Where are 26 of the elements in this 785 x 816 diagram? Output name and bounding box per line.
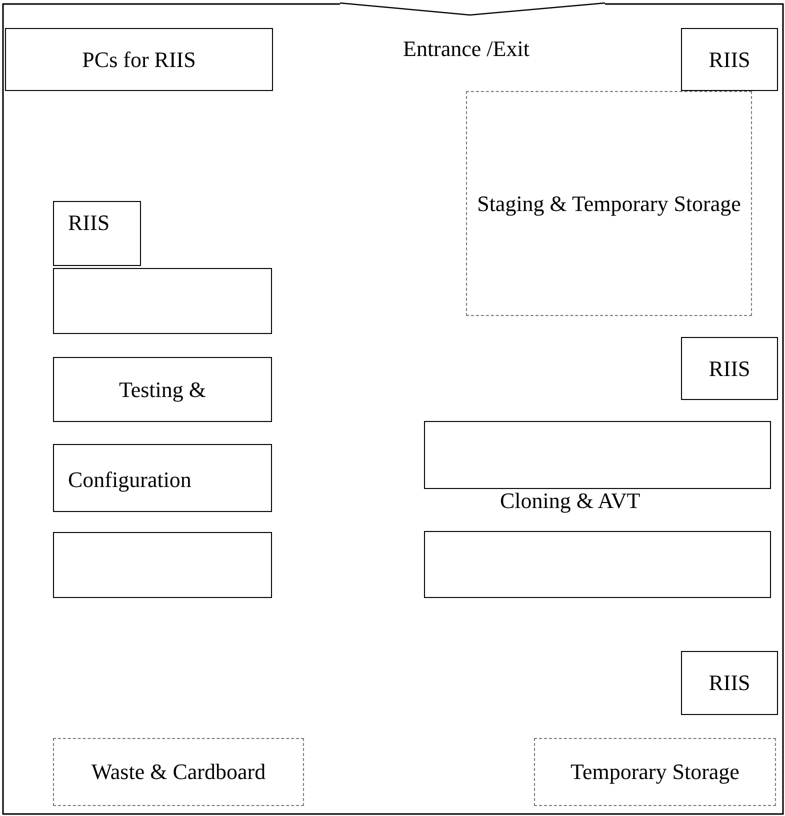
station-box [53,357,272,422]
area-label: Entrance /Exit [403,36,530,62]
area-label: Staging & Temporary Storage [477,190,741,216]
station-box [681,337,778,400]
area-label: Temporary Storage [570,759,740,785]
empty-box [424,421,771,489]
station-box [53,444,272,512]
area-label: RIIS [708,670,750,696]
station-box [53,201,141,266]
area-label: Configuration [68,467,192,493]
empty-box [53,268,272,334]
empty-box [424,531,771,598]
area-box [53,738,304,806]
area-box [534,738,776,806]
area-label: Testing & [118,376,206,402]
empty-box [53,532,272,598]
area-label: Waste & Cardboard [91,759,266,785]
area-label: Cloning & AVT [500,488,640,514]
area-label: RIIS [708,356,750,382]
area-label: RIIS [68,210,110,236]
area-label: RIIS [708,46,750,72]
station-box [5,28,273,91]
station-box [681,651,778,715]
area-box [466,91,752,316]
area-label: PCs for RIIS [82,46,196,72]
station-box [681,28,778,91]
